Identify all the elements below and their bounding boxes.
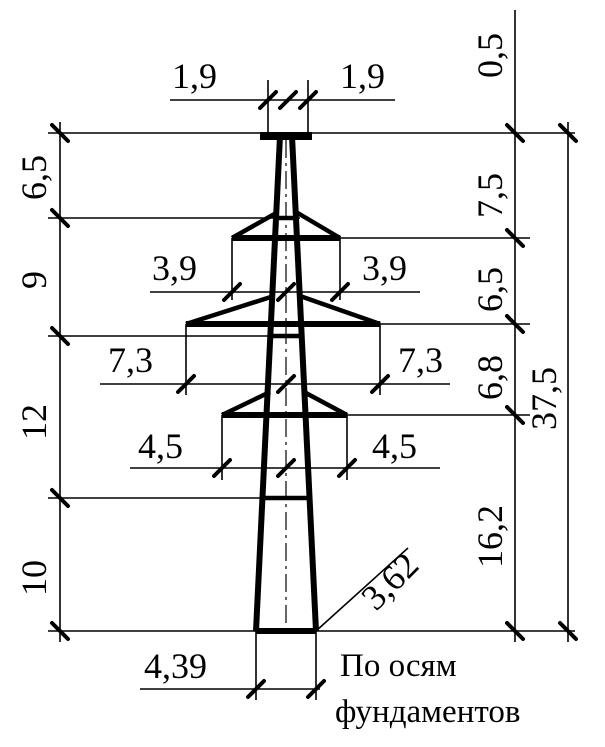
middle-crossarm-right-label: 7,3	[398, 340, 443, 380]
left-height-2-label: 9	[14, 271, 54, 289]
left-height-1-label: 6,5	[14, 155, 54, 200]
top-spacing-left-label: 1,9	[172, 56, 217, 96]
upper-crossarm-right-label: 3,9	[362, 248, 407, 288]
tick-marks	[50, 90, 578, 699]
caption-line-1: По осям	[340, 648, 457, 684]
upper-crossarm-left-label: 3,9	[152, 248, 197, 288]
right-height-3-label: 6,5	[470, 267, 510, 312]
lower-crossarm-left-label: 4,5	[138, 426, 183, 466]
middle-crossarm-left-label: 7,3	[108, 340, 153, 380]
lower-crossarm-right-label: 4,5	[372, 426, 417, 466]
dimension-lines	[48, 10, 575, 700]
total-height-label: 37,5	[524, 367, 564, 430]
base-width-label: 4,39	[144, 646, 207, 686]
right-height-1-label: 0,5	[470, 33, 510, 78]
diagonal-label: 3,62	[353, 545, 426, 618]
right-height-2-label: 7,5	[470, 173, 510, 218]
caption-line-2: фундаментов	[335, 694, 520, 730]
tower-structure	[185, 132, 381, 634]
left-height-3-label: 12	[14, 404, 54, 440]
top-spacing-right-label: 1,9	[340, 56, 385, 96]
right-height-4-label: 6,8	[470, 355, 510, 400]
left-height-4-label: 10	[14, 560, 54, 596]
right-height-5-label: 16,2	[470, 505, 510, 568]
